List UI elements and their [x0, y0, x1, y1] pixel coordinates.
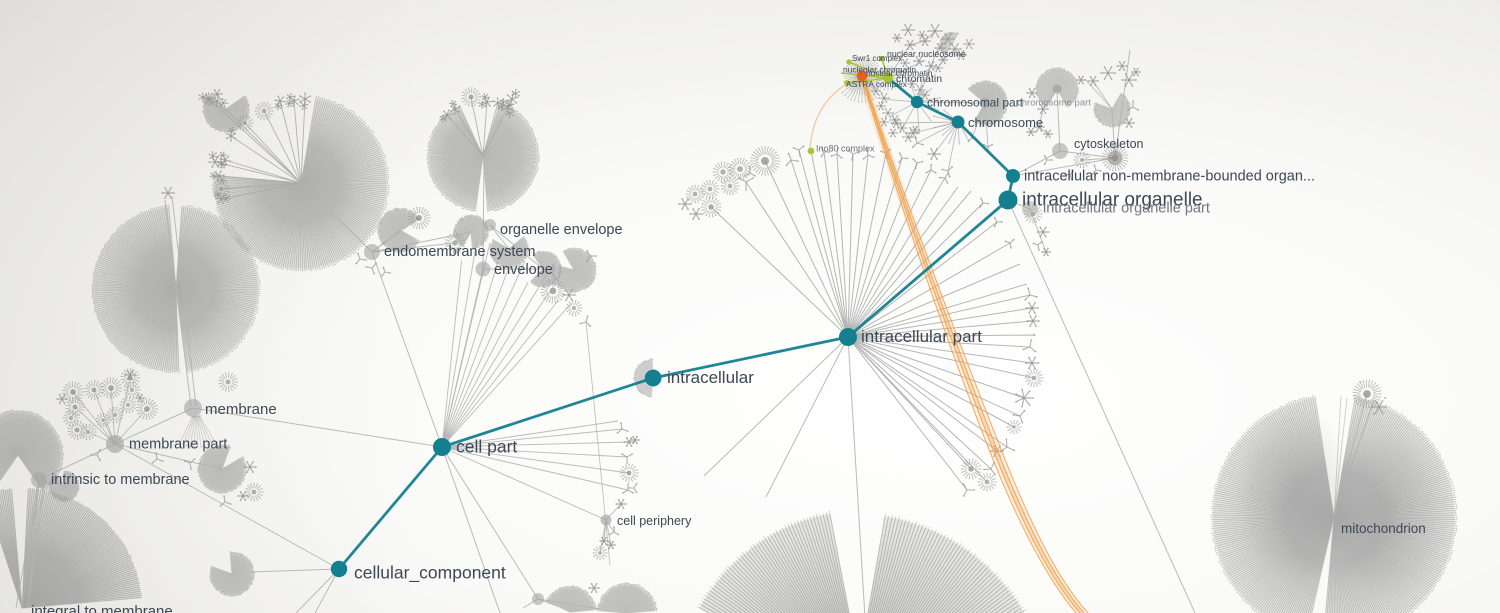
svg-text:intracellular organelle part: intracellular organelle part	[1043, 201, 1210, 217]
svg-text:envelope: envelope	[494, 262, 553, 278]
svg-text:Ino80 complex: Ino80 complex	[816, 144, 875, 154]
svg-text:chromatin: chromatin	[896, 73, 942, 85]
svg-text:nuclear chromatin: nuclear chromatin	[866, 68, 933, 78]
svg-text:mitochondrion: mitochondrion	[1341, 521, 1426, 536]
svg-text:membrane: membrane	[205, 401, 277, 418]
svg-text:intrinsic to membrane: intrinsic to membrane	[51, 472, 190, 488]
svg-text:nuclear nucleosome: nuclear nucleosome	[887, 49, 966, 59]
svg-text:intracellular: intracellular	[667, 368, 754, 387]
svg-text:cellular_component: cellular_component	[354, 563, 506, 584]
svg-text:cell part: cell part	[456, 437, 517, 457]
svg-text:cytoskeleton: cytoskeleton	[1074, 137, 1144, 151]
svg-text:integral to membrane: integral to membrane	[31, 603, 173, 613]
svg-text:intracellular non-membrane-bou: intracellular non-membrane-bounded organ…	[1024, 169, 1315, 185]
svg-text:chromosome part: chromosome part	[1017, 98, 1091, 109]
svg-text:chromosome: chromosome	[968, 115, 1043, 130]
svg-text:endomembrane system: endomembrane system	[384, 244, 536, 260]
svg-text:ASTRA complex: ASTRA complex	[846, 79, 908, 89]
svg-text:cell periphery: cell periphery	[617, 514, 692, 528]
svg-text:organelle envelope: organelle envelope	[500, 222, 623, 238]
svg-text:intracellular organelle: intracellular organelle	[1022, 190, 1203, 211]
svg-text:Swr1 complex: Swr1 complex	[852, 54, 902, 63]
svg-text:membrane part: membrane part	[129, 437, 227, 453]
svg-text:chromosomal part: chromosomal part	[927, 96, 1024, 110]
svg-text:intracellular part: intracellular part	[861, 327, 982, 346]
svg-text:nucleolar chromatin: nucleolar chromatin	[843, 65, 916, 75]
